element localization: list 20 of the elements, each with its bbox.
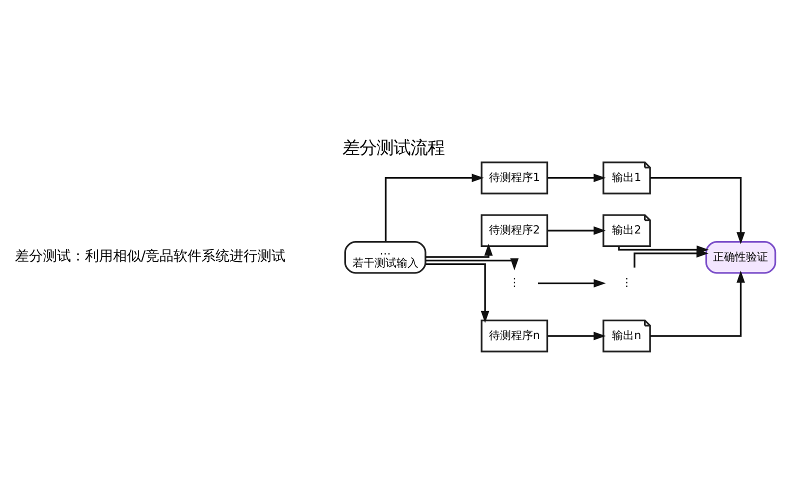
label: 差分测试：利用相似/竞品软件系统进行测试 [15,248,286,265]
node-box: 待测程序n [480,320,548,352]
arrow [426,258,519,270]
node-text: ⋮ [508,276,520,290]
arrow [548,226,606,235]
node-box: 正确性验证 [705,240,776,274]
node-text: ⋮ [621,276,632,290]
arrow [384,174,484,242]
arrow [548,332,606,340]
arrow [650,177,745,244]
arrow [538,279,606,288]
node-box: … 若干测试输入 [344,240,426,274]
arrow [426,263,490,324]
node-box: 待测程序2 [480,214,548,248]
arrow [426,244,493,258]
diagram-title: 差分测试流程 [342,138,444,159]
arrow [548,174,606,182]
node-box: 待测程序1 [480,162,548,194]
arrow [634,249,709,268]
arrow [650,270,745,337]
